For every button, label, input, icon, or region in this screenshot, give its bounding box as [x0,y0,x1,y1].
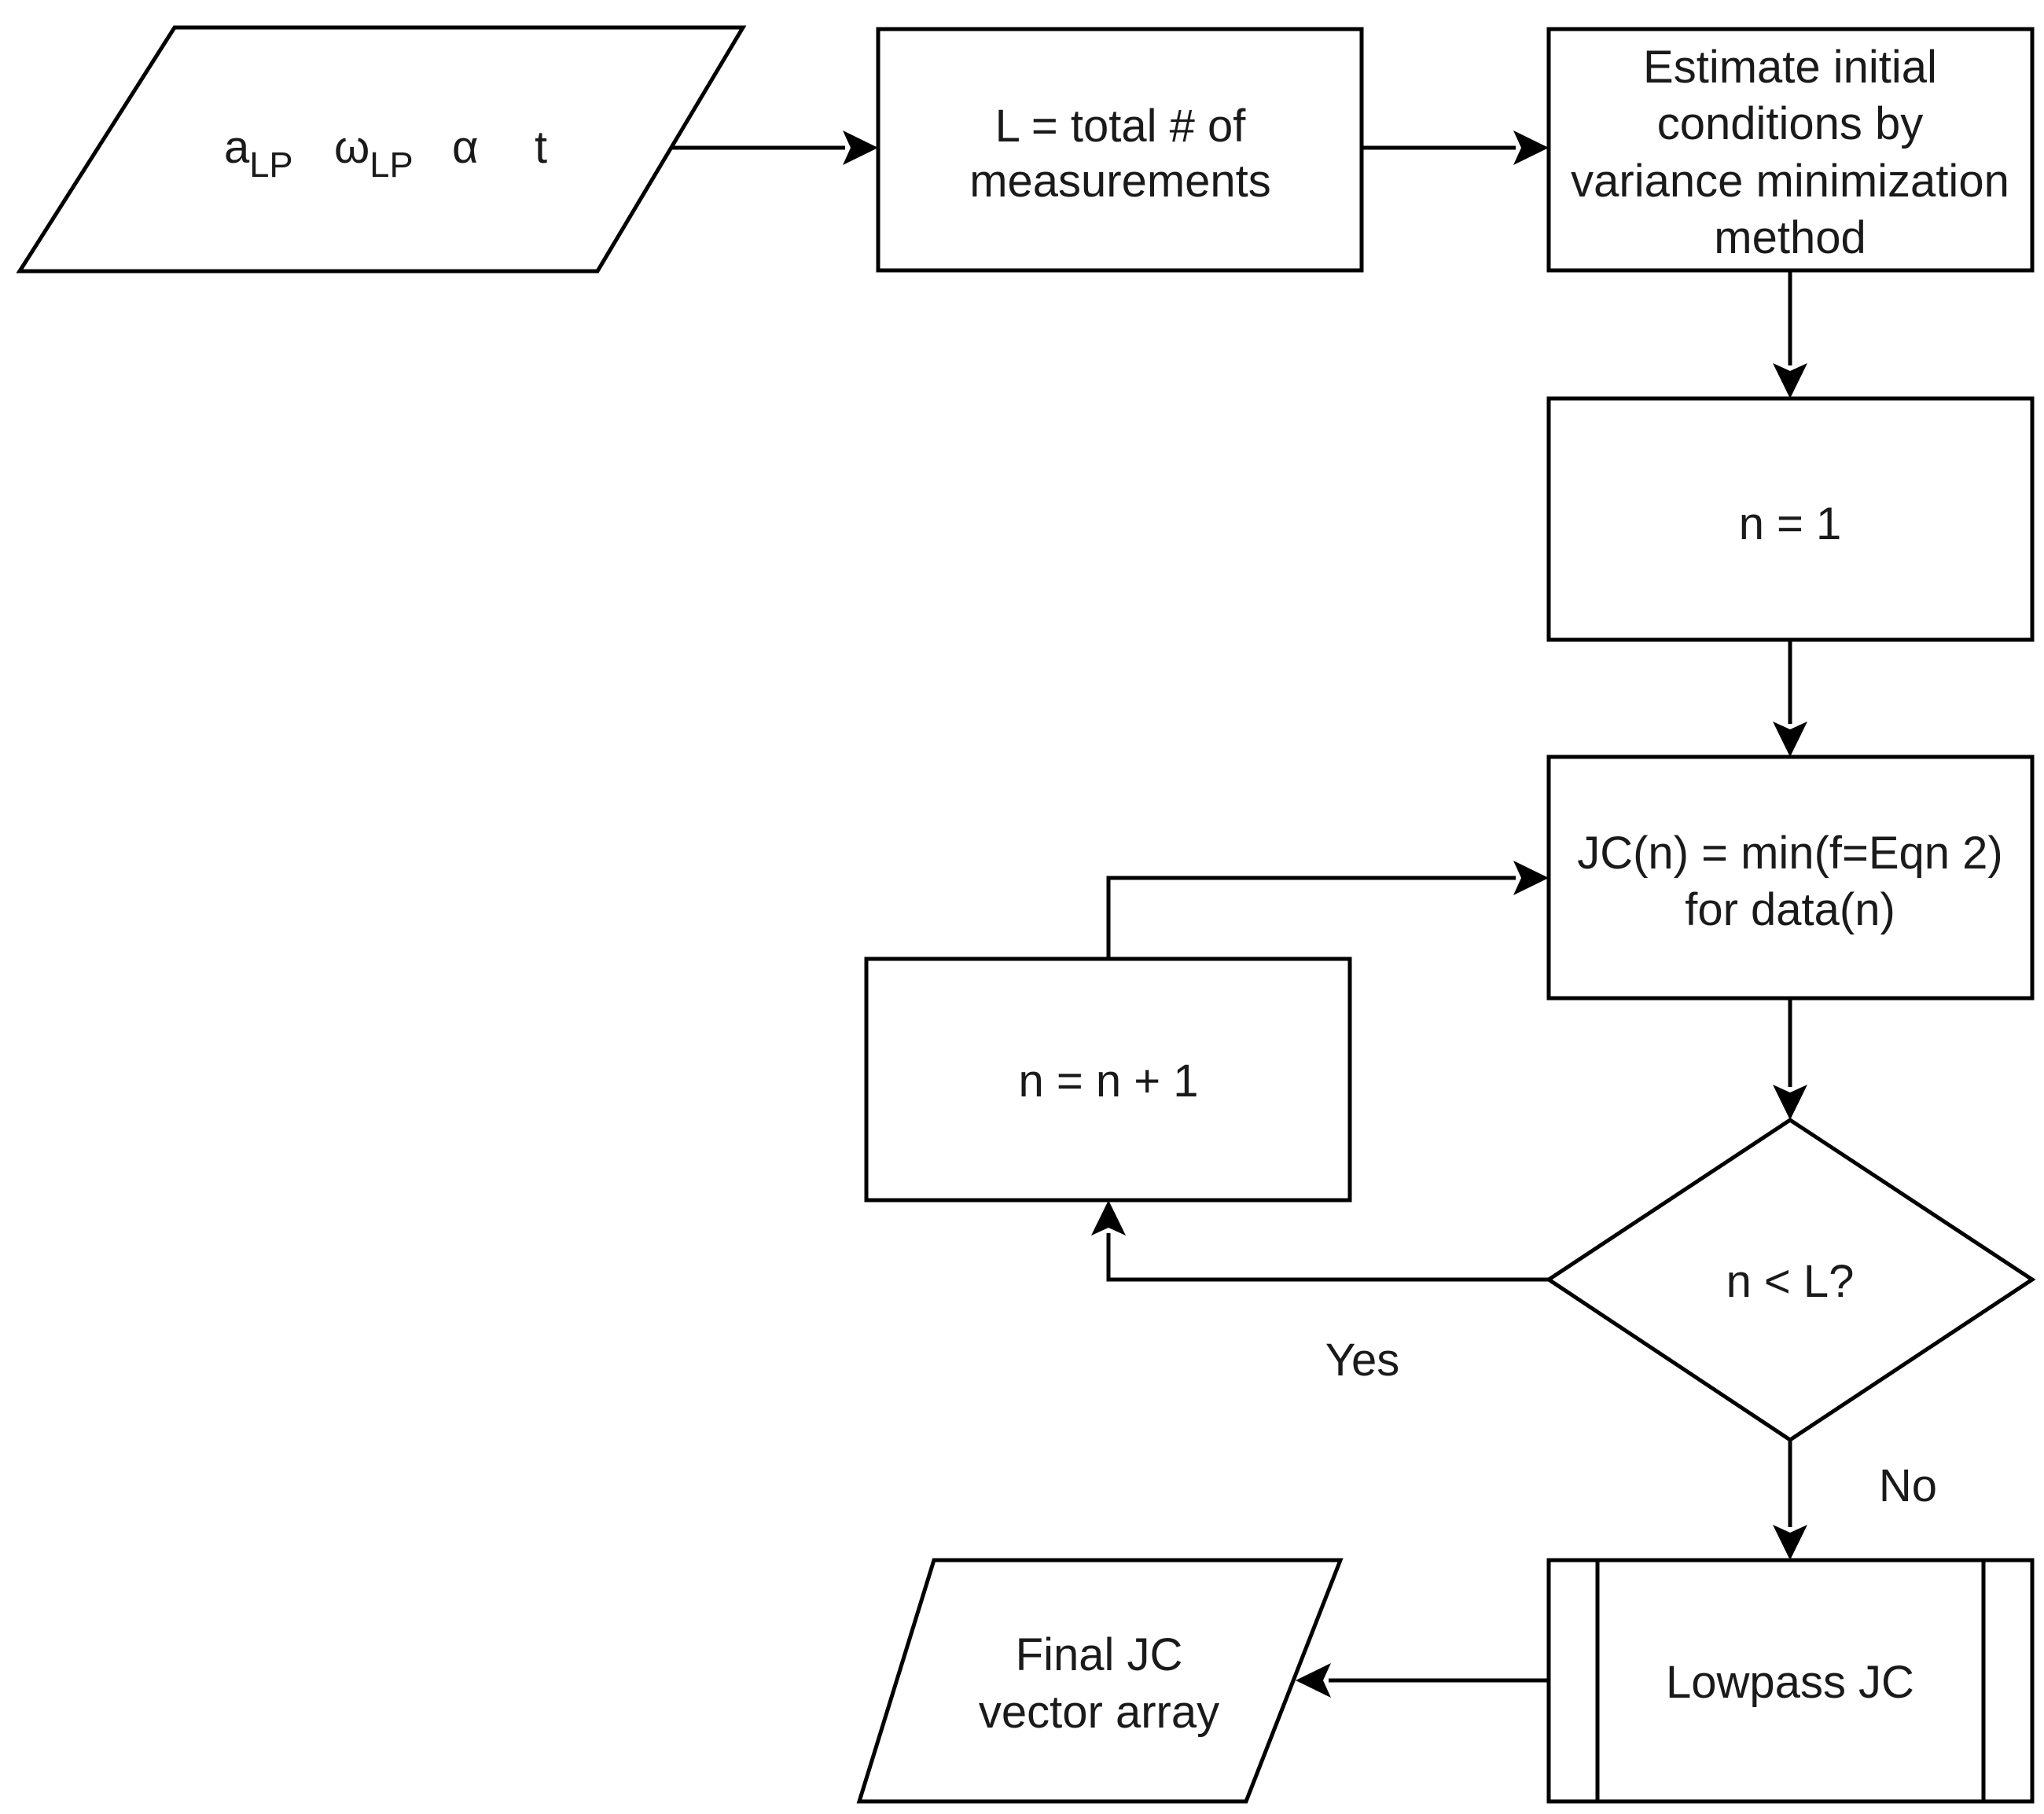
lowpass-jc-node [1546,1558,2035,1804]
increment-n-node [864,957,1352,1203]
input-parameters-node [16,25,747,274]
arrowhead-output [1296,1663,1331,1698]
arrowhead-init [1773,363,1807,398]
estimate-line2: conditions by [1657,98,1924,149]
estimate-line1: Estimate initial [1643,42,1937,93]
yes-edge-label: Yes [1325,1335,1400,1386]
arrowhead-lowpass [1773,1525,1807,1560]
input-t: t [535,122,547,173]
arrowhead-increment [1091,1200,1126,1236]
increment-n-label: n = n + 1 [1019,1056,1199,1107]
estimate-line4: method [1714,212,1866,263]
estimate-initial-conditions-node [1546,27,2035,273]
init-n-label: n = 1 [1739,498,1842,549]
estimate-line3: variance minimization [1571,156,2009,207]
arrowhead-compute [1773,722,1807,757]
no-edge-label: No [1879,1460,1937,1511]
decision-label: n < L? [1726,1256,1855,1307]
arrowhead-decision [1773,1085,1807,1120]
input-alpha: α [452,122,479,173]
arrowhead-count [843,130,878,165]
arrowhead-estimate [1513,130,1549,165]
compute-jc-node [1546,755,2035,1001]
input-a-lp: aLP [224,122,293,185]
input-omega-lp: ωLP [334,122,414,185]
final-output-line2: vector array [979,1687,1219,1738]
compute-jc-line1: JC(n) = min(f=Eqn 2) [1577,828,2003,879]
edge-decision-yes-to-increment [1106,1233,1549,1282]
init-n-node [1546,396,2035,642]
final-output-line1: Final JC [1016,1629,1183,1680]
arrowhead-compute-loop [1513,861,1549,895]
total-measurements-line1: L = total # of [995,101,1247,152]
edge-increment-to-compute [1106,876,1516,959]
lowpass-jc-label: Lowpass JC [1666,1657,1914,1708]
total-measurements-line2: measurements [969,156,1271,207]
final-output-node [856,1558,1344,1804]
compute-jc-line2: for data(n) [1685,884,1895,935]
